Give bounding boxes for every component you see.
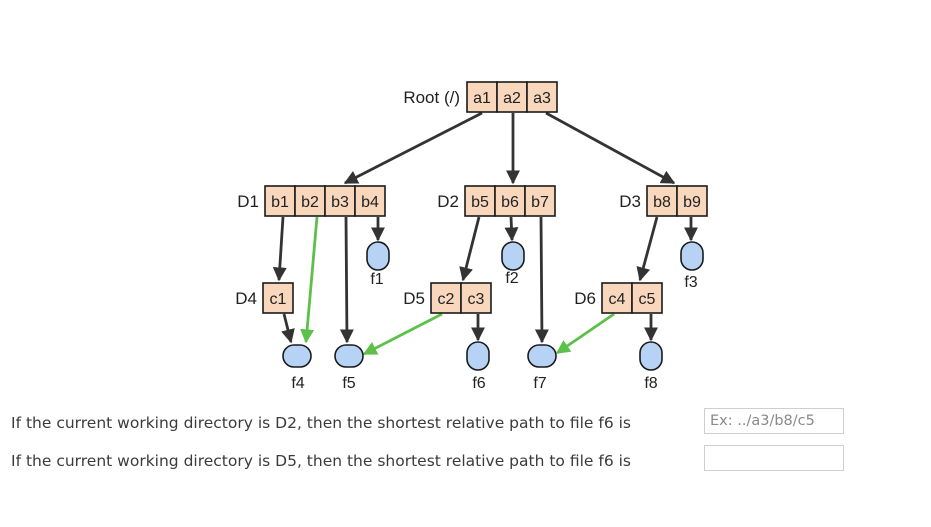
arrow-b3-to-f5 <box>339 216 354 344</box>
arrow-b5-to-d5 <box>459 216 481 282</box>
entry-cell-b6: b6 <box>494 185 526 217</box>
entry-cell-b8: b8 <box>646 185 678 217</box>
entry-cell-a1: a1 <box>466 81 498 113</box>
file-label-f4: f4 <box>291 375 304 392</box>
directory-d4: D4 c1 <box>235 282 294 314</box>
directory-label-d3: D3 <box>619 192 641 211</box>
directory-label-root: Root (/) <box>403 88 460 107</box>
file-f4: f4 <box>282 344 312 392</box>
entry-cell-b9: b9 <box>676 185 708 217</box>
entry-label-c3: c3 <box>468 291 485 308</box>
answer-input-d5[interactable] <box>704 445 844 471</box>
question-row-d2: If the current working directory is D2, … <box>11 409 631 437</box>
entry-label-b3: b3 <box>331 194 349 211</box>
file-f8: f8 <box>639 341 663 392</box>
entry-label-b1: b1 <box>271 194 289 211</box>
file-label-f7: f7 <box>533 375 546 392</box>
entry-cell-b3: b3 <box>324 185 356 217</box>
entry-label-b7: b7 <box>531 194 549 211</box>
entry-label-b9: b9 <box>683 194 701 211</box>
entry-label-b6: b6 <box>501 194 519 211</box>
entry-cell-b5: b5 <box>464 185 496 217</box>
file-label-f5: f5 <box>342 375 355 392</box>
entry-cell-a3: a3 <box>526 81 558 113</box>
entry-label-c5: c5 <box>639 291 656 308</box>
entry-cell-b2: b2 <box>294 185 326 217</box>
entry-cell-c4: c4 <box>601 282 633 314</box>
entry-label-c4: c4 <box>609 291 626 308</box>
entry-label-a2: a2 <box>503 90 521 107</box>
file-label-f1: f1 <box>370 271 383 288</box>
arrow-root-to-d1 <box>343 111 483 185</box>
file-f1: f1 <box>366 241 390 288</box>
entry-label-c1: c1 <box>270 291 287 308</box>
arrow-link-b2-to-f4 <box>300 216 319 344</box>
file-f5: f5 <box>334 344 364 392</box>
arrow-b1-to-d4 <box>272 216 287 282</box>
directory-root: Root (/) a1 a2 a3 <box>403 81 558 113</box>
arrow-b6-to-f2 <box>504 216 519 242</box>
arrows-layer <box>272 111 698 356</box>
file-label-f6: f6 <box>472 375 485 392</box>
directory-d3: D3 b8 b9 <box>619 185 708 217</box>
answer-input-d2[interactable] <box>704 408 844 434</box>
file-f3: f3 <box>680 241 704 291</box>
directory-label-d4: D4 <box>235 289 257 308</box>
directory-d6: D6 c4 c5 <box>574 282 663 314</box>
directory-d5: D5 c2 c3 <box>403 282 492 314</box>
file-label-f3: f3 <box>684 274 697 291</box>
entry-label-b4: b4 <box>361 194 379 211</box>
directory-d1: D1 b1 b2 b3 b4 <box>237 185 386 217</box>
entry-label-b2: b2 <box>301 194 319 211</box>
entry-cell-b4: b4 <box>354 185 386 217</box>
question-row-d5: If the current working directory is D5, … <box>11 447 631 475</box>
entry-label-b8: b8 <box>653 194 671 211</box>
directory-label-d5: D5 <box>403 289 425 308</box>
arrow-c1-to-f4 <box>281 313 295 344</box>
question-text-d2: If the current working directory is D2, … <box>11 414 631 432</box>
arrow-link-c4-to-f7 <box>555 312 615 355</box>
directory-label-d6: D6 <box>574 289 596 308</box>
arrow-link-c2-to-f5 <box>362 312 443 356</box>
entry-label-a1: a1 <box>473 90 491 107</box>
entry-cell-a2: a2 <box>496 81 528 113</box>
arrow-root-to-d3 <box>545 111 676 185</box>
entry-cell-c2: c2 <box>430 282 462 314</box>
file-label-f2: f2 <box>505 270 518 287</box>
entry-cell-c1: c1 <box>262 282 294 314</box>
entry-cell-b7: b7 <box>524 185 556 217</box>
file-f2: f2 <box>501 241 525 287</box>
file-f6: f6 <box>466 341 490 392</box>
file-label-f8: f8 <box>644 375 657 392</box>
entry-cell-c3: c3 <box>460 282 492 314</box>
directory-label-d1: D1 <box>237 192 259 211</box>
entry-label-a3: a3 <box>533 90 551 107</box>
entry-label-b5: b5 <box>471 194 489 211</box>
entry-cell-b1: b1 <box>264 185 296 217</box>
directory-label-d2: D2 <box>437 192 459 211</box>
question-text-d5: If the current working directory is D5, … <box>11 452 631 470</box>
arrow-b8-to-d6 <box>636 216 659 282</box>
directory-d2: D2 b5 b6 b7 <box>437 185 556 217</box>
entry-cell-c5: c5 <box>631 282 663 314</box>
arrow-b7-to-f7 <box>534 216 549 344</box>
entry-label-c2: c2 <box>438 291 455 308</box>
file-f7: f7 <box>527 344 557 392</box>
